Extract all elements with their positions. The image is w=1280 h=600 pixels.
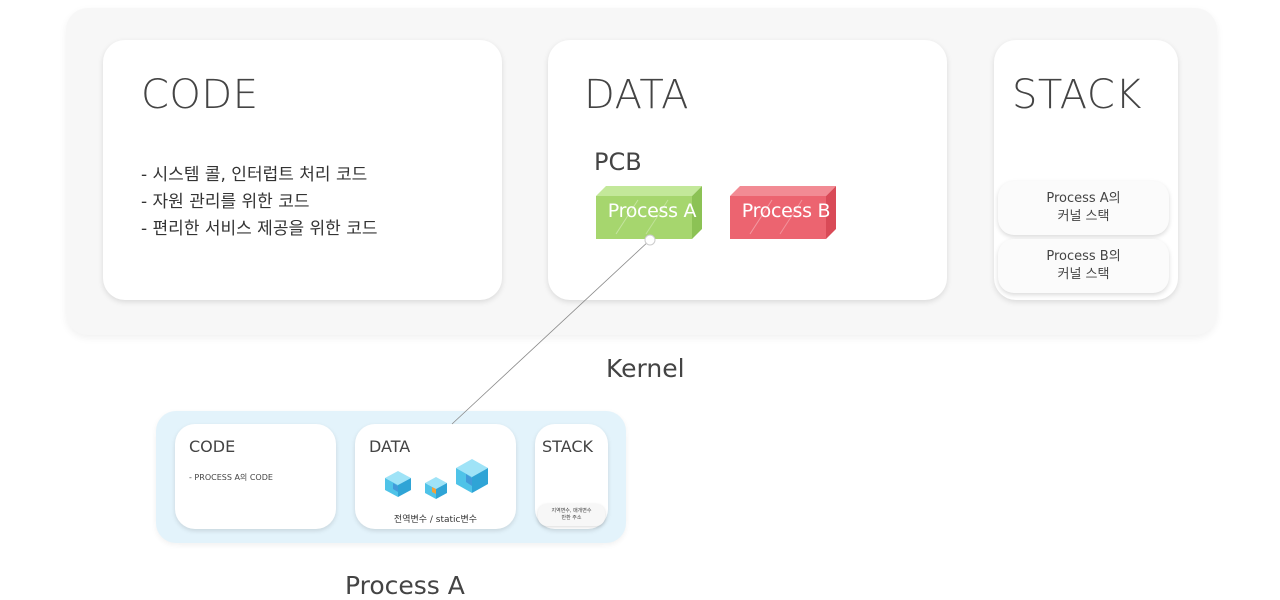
process-stack-line: 반환 주소 xyxy=(561,515,582,521)
kernel-code-section: CODE - 시스템 콜, 인터럽트 처리 코드 - 자원 관리를 위한 코드 … xyxy=(103,40,502,300)
process-data-caption: 전역변수 / static변수 xyxy=(393,515,478,525)
process-data-section: DATA 전역변수 / static변수 xyxy=(355,424,516,529)
process-label: Process A xyxy=(345,571,465,600)
kernel-stack-process-b: Process B의 커널 스택 xyxy=(998,239,1169,293)
kernel-stack-section: STACK Process A의 커널 스택 Process B의 커널 스택 xyxy=(994,40,1178,300)
process-stack-title: STACK xyxy=(542,437,594,456)
kernel-stack-title: STACK xyxy=(1012,72,1143,118)
cube-icon xyxy=(385,471,411,497)
kernel-data-section: DATA PCB Process A Process B xyxy=(548,40,947,300)
pcb-process-a-label: Process A xyxy=(607,200,697,222)
kernel-label: Kernel xyxy=(606,354,685,383)
kernel-stack-line: Process A의 xyxy=(1046,191,1121,206)
kernel-code-item: - 편리한 서비스 제공을 위한 코드 xyxy=(141,219,378,239)
process-code-section: CODE - PROCESS A의 CODE xyxy=(175,424,336,529)
cube-icon xyxy=(425,477,447,499)
kernel-stack-line: Process B의 xyxy=(1046,249,1121,264)
cube-icon xyxy=(456,459,488,493)
kernel-code-item: - 자원 관리를 위한 코드 xyxy=(141,192,310,212)
kernel-code-item: - 시스템 콜, 인터럽트 처리 코드 xyxy=(141,165,368,185)
kernel-data-title: DATA xyxy=(584,72,690,118)
kernel-code-list: - 시스템 콜, 인터럽트 처리 코드 - 자원 관리를 위한 코드 - 편리한… xyxy=(141,162,377,243)
kernel-code-title: CODE xyxy=(141,72,259,118)
process-stack-item: 지역변수, 매개변수 반환 주소 xyxy=(538,504,605,526)
kernel-stack-process-a: Process A의 커널 스택 xyxy=(998,181,1169,235)
process-stack-line: 지역변수, 매개변수 xyxy=(551,508,592,514)
process-code-title: CODE xyxy=(189,437,236,456)
pcb-box-icon xyxy=(730,186,836,239)
pcb-process-a: Process A xyxy=(596,186,702,239)
kernel-stack-line: 커널 스택 xyxy=(1057,267,1110,282)
pcb-box-icon xyxy=(596,186,702,239)
pcb-process-b: Process B xyxy=(730,186,836,239)
process-stack-section: STACK 지역변수, 매개변수 반환 주소 xyxy=(535,424,608,529)
process-code-item: - PROCESS A의 CODE xyxy=(189,473,273,482)
pcb-process-b-label: Process B xyxy=(741,200,831,222)
process-data-title: DATA xyxy=(369,437,411,456)
kernel-stack-line: 커널 스택 xyxy=(1057,209,1110,224)
pcb-label: PCB xyxy=(594,148,642,176)
